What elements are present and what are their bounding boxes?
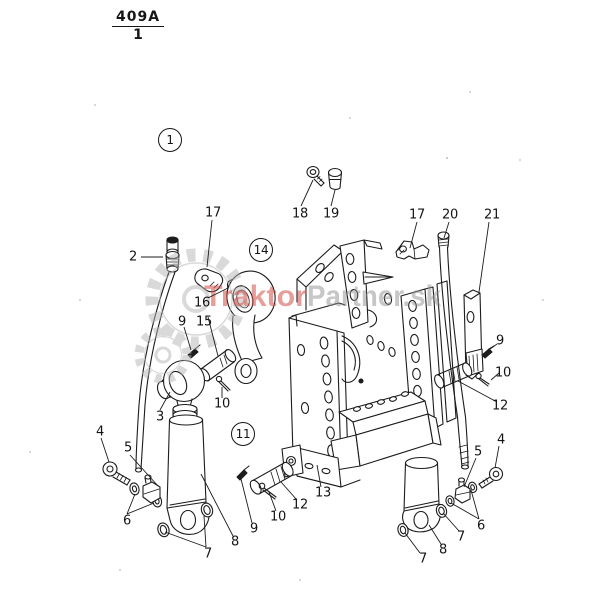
part-cylinder-left	[156, 359, 210, 535]
callout-9: 9	[496, 333, 504, 349]
part-cotter-pin-right	[475, 372, 490, 387]
part-rod-right	[437, 231, 470, 470]
part-pin-right	[434, 362, 473, 389]
drawing-number: 409A	[112, 9, 165, 27]
callout-17: 17	[409, 207, 425, 223]
part-clip-left	[194, 268, 224, 293]
part-bracket-frame	[281, 239, 457, 488]
callout-15: 15	[196, 314, 212, 330]
leader-lines	[100, 179, 500, 554]
watermark-gear-icon	[134, 248, 247, 384]
title-block: 409A 1	[112, 6, 165, 43]
callout-1: 1	[158, 128, 182, 152]
callout-10: 10	[495, 365, 511, 381]
callout-13: 13	[315, 485, 331, 501]
callout-10: 10	[214, 396, 230, 412]
callout-14: 14	[249, 238, 273, 262]
callout-5: 5	[124, 440, 132, 456]
callout-5: 5	[474, 444, 482, 460]
callout-19: 19	[323, 206, 339, 222]
callout-17: 17	[205, 205, 221, 221]
part-cotter-pin-left	[215, 375, 231, 392]
callout-4: 4	[96, 424, 104, 440]
callout-7: 7	[457, 529, 465, 545]
part-cotter-pin-bottom	[258, 482, 277, 500]
callout-9: 9	[250, 521, 258, 537]
watermark-text: TraktorPartner.sk	[204, 280, 441, 313]
part-bolt-right	[478, 466, 504, 489]
sheet-number: 1	[133, 27, 143, 43]
callout-12: 12	[292, 497, 308, 513]
part-bolt-left	[102, 461, 131, 486]
part-elbow-fitting-right	[454, 477, 471, 504]
callout-6: 6	[477, 518, 485, 534]
part-screw-18	[306, 165, 325, 187]
callout-20: 20	[442, 207, 458, 223]
callout-8: 8	[439, 542, 447, 558]
part-plug-19	[327, 167, 343, 190]
callout-3: 3	[156, 409, 164, 425]
callout-4: 4	[497, 432, 505, 448]
callout-12: 12	[492, 398, 508, 414]
callout-21: 21	[484, 207, 500, 223]
part-lever-arm	[226, 270, 276, 385]
callout-2: 2	[129, 249, 137, 265]
callout-8: 8	[231, 534, 239, 550]
callout-10: 10	[270, 509, 286, 525]
callout-18: 18	[292, 206, 308, 222]
scan-noise	[29, 91, 544, 581]
part-clip-right	[395, 240, 430, 260]
callout-9: 9	[178, 314, 186, 330]
callout-7: 7	[204, 546, 212, 562]
callout-16: 16	[194, 295, 210, 311]
watermark-logo: TraktorPartner.sk	[134, 248, 441, 384]
callout-7: 7	[419, 551, 427, 567]
callout-11: 11	[231, 422, 255, 446]
part-set-screw-bottom	[236, 465, 250, 481]
callout-6: 6	[123, 513, 131, 529]
